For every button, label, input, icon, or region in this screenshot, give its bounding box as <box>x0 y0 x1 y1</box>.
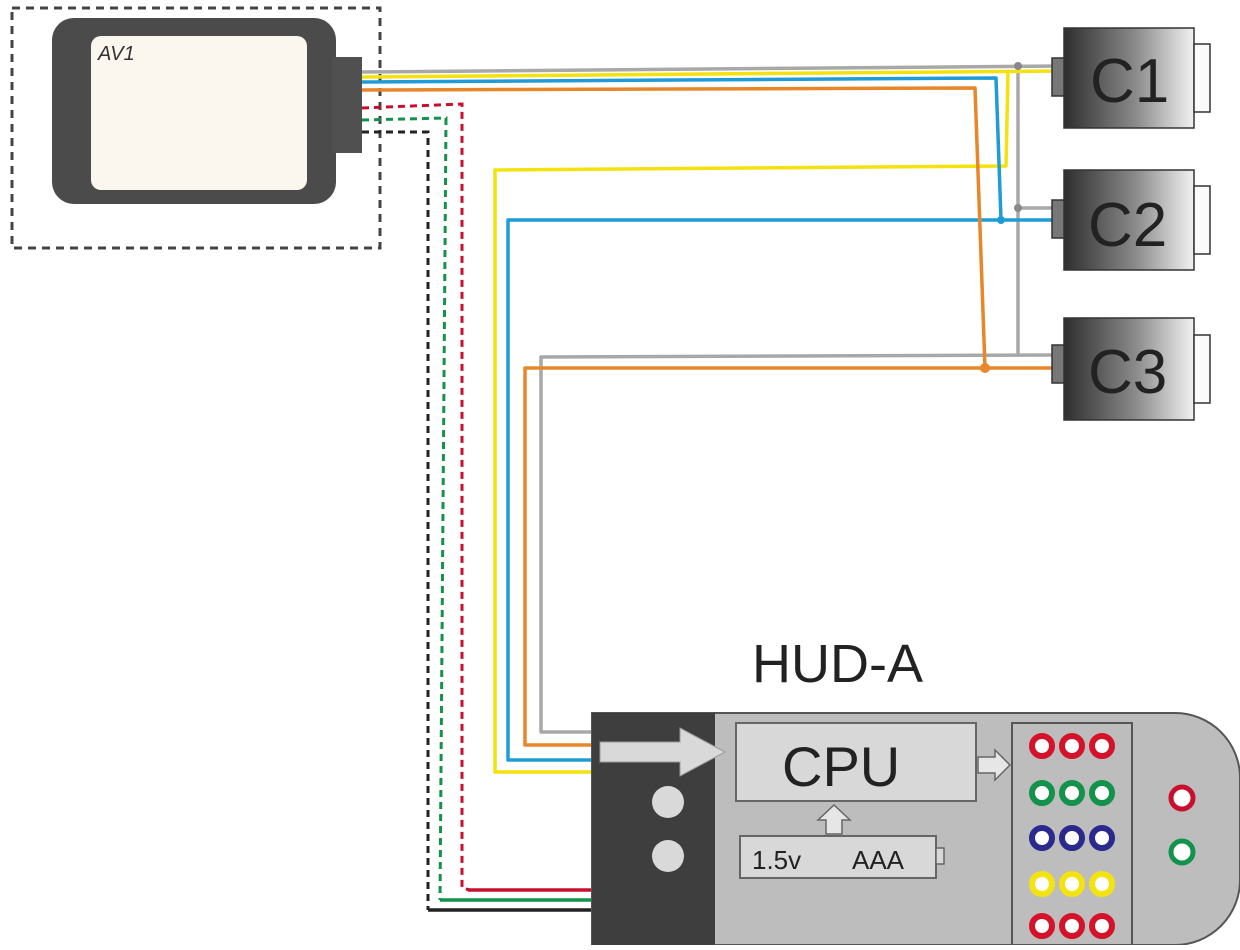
junction-gray-c2 <box>1014 204 1022 212</box>
header-pin-r5c2 <box>1059 913 1085 939</box>
dashed-wire-group <box>361 102 471 910</box>
camera-c1-lens <box>1193 43 1211 113</box>
wire-orange-av1 <box>361 86 987 369</box>
av1-device: AV1 <box>10 6 382 250</box>
camera-c2-body <box>1063 169 1195 271</box>
header-pin-r1c2 <box>1059 733 1085 759</box>
header-pin-r2c3 <box>1089 780 1115 806</box>
header-pin-r3c2 <box>1059 825 1085 851</box>
av1-label: AV1 <box>97 43 135 65</box>
hud-title: HUD-A <box>752 634 923 694</box>
wire-blue-c2-hud <box>506 218 1058 762</box>
wire-gray-av1-c1 <box>361 64 1061 74</box>
header-pin-r3c3 <box>1089 825 1115 851</box>
camera-c1-body <box>1063 27 1195 129</box>
wire-red-dashed <box>361 102 471 892</box>
header-pin-r5c1 <box>1029 913 1055 939</box>
av1-screen <box>91 36 307 190</box>
av1-dashed-boundary <box>10 6 382 250</box>
header-pin-r4c1 <box>1029 871 1055 897</box>
av1-connector <box>332 57 362 153</box>
wire-green-dashed <box>361 116 448 901</box>
junction-gray-c1 <box>1014 62 1022 70</box>
header-pin-r4c2 <box>1059 871 1085 897</box>
input-arrow-icon <box>599 727 727 777</box>
camera-c3: C3 <box>1051 317 1211 421</box>
wire-gray-c3-hud <box>539 353 1059 734</box>
wire-blue-av1 <box>361 76 1003 221</box>
battery-block <box>739 835 937 879</box>
battery-arrow-icon <box>816 803 852 835</box>
battery-type: AAA <box>852 845 905 875</box>
wire-orange-c3-hud <box>523 366 1058 747</box>
hud-pin-red <box>1168 784 1196 812</box>
camera-c3-label: C3 <box>1088 338 1167 407</box>
wire-yellow-hud <box>493 70 1010 774</box>
output-arrow-icon <box>977 748 1012 782</box>
camera-c2-label: C2 <box>1088 191 1167 260</box>
junction-blue-c2 <box>997 216 1005 224</box>
cpu-block <box>735 722 977 802</box>
hud-button-1 <box>652 786 684 818</box>
cpu-label: CPU <box>782 735 900 798</box>
header-pin-r5c3 <box>1089 913 1115 939</box>
junction-dots <box>980 62 1022 373</box>
camera-c2-lens <box>1193 185 1211 255</box>
hud-button-2 <box>652 840 684 872</box>
camera-c3-lens <box>1193 334 1211 404</box>
camera-c1: C1 <box>1051 27 1211 129</box>
pin-grid <box>1029 733 1115 939</box>
header-pin-r3c1 <box>1029 825 1055 851</box>
battery-terminal <box>935 847 945 865</box>
camera-c2: C2 <box>1051 169 1211 271</box>
header-pin-r2c2 <box>1059 780 1085 806</box>
header-pin-r1c3 <box>1089 733 1115 759</box>
hud-a-device: CPU 1.5v AAA <box>591 712 1240 946</box>
header-pin-r4c3 <box>1089 871 1115 897</box>
wire-yellow-av1-c1 <box>361 69 1061 79</box>
battery-voltage: 1.5v <box>752 845 801 875</box>
junction-orange-c3 <box>980 363 990 373</box>
hud-pin-green <box>1168 838 1196 866</box>
header-pin-r2c1 <box>1029 780 1055 806</box>
header-pin-r1c1 <box>1029 733 1055 759</box>
wire-black-dashed <box>362 130 430 910</box>
camera-c1-label: C1 <box>1090 47 1169 116</box>
